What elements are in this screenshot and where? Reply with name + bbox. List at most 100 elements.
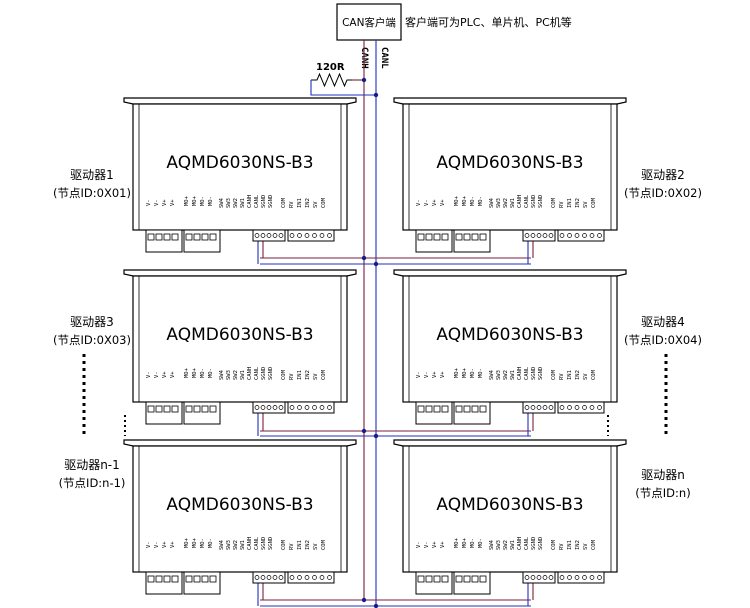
pin-label: SGND: [268, 367, 274, 380]
terminal-screw: [433, 405, 441, 413]
pin-label: SW3: [496, 370, 502, 380]
pin-label: IN2: [575, 540, 581, 550]
pin-label: IN2: [575, 198, 581, 208]
resistor-label: 120R: [316, 62, 345, 73]
pin-label: V-: [424, 371, 430, 378]
terminal-screw: [185, 233, 193, 241]
terminal-pin: [297, 405, 302, 410]
pin-label: SW2: [503, 540, 509, 550]
pin-label: SGND: [268, 195, 274, 208]
terminal-screw: [433, 575, 441, 583]
terminal-pin: [542, 575, 548, 580]
terminal-block: [453, 401, 491, 425]
terminal-block: [183, 401, 221, 425]
pin-label: SW1: [510, 198, 516, 208]
terminal-pin: [536, 233, 542, 238]
terminal-screw: [471, 405, 479, 413]
pin-label: MO-: [470, 538, 476, 548]
terminal-pin: [589, 575, 595, 580]
terminal-pin: [254, 233, 260, 238]
terminal-block: [287, 229, 335, 242]
terminal-pin: [548, 405, 554, 410]
driver-name: 驱动器1: [70, 168, 114, 182]
pin-label: COM: [281, 197, 287, 208]
pin-label: IN2: [575, 370, 581, 380]
driver-body: [132, 103, 348, 231]
driver-name: 驱动器2: [641, 168, 685, 182]
pin-label: V+: [432, 371, 438, 378]
pin-label: SW2: [503, 198, 509, 208]
driver-body: [132, 275, 348, 403]
pin-label: MO-: [200, 538, 206, 548]
terminal-screw: [455, 233, 463, 241]
terminal-pin: [530, 405, 536, 410]
terminal-pin: [574, 233, 580, 238]
canl-label: CANL: [379, 47, 389, 69]
pin-label: CANH: [517, 195, 523, 208]
terminal-screw: [479, 405, 487, 413]
terminal-pin: [582, 405, 587, 410]
pin-label: CANL: [524, 194, 530, 208]
driver-model: AQMD6030NS-B3: [436, 153, 583, 173]
pin-label: SW3: [496, 540, 502, 550]
pin-label: MO-: [200, 368, 206, 378]
pin-label: SGND: [261, 537, 267, 550]
driver-body: [132, 445, 348, 573]
pin-label: V-: [154, 371, 160, 378]
pin-label: RV: [559, 543, 565, 550]
pin-label: CANH: [247, 537, 253, 550]
pin-label: V+: [170, 371, 176, 378]
pin-label: SV: [583, 201, 589, 208]
bus-wire: [310, 80, 376, 96]
terminal-screw: [433, 233, 441, 241]
pin-label: MO+: [192, 195, 198, 206]
driver-flange: [393, 439, 627, 447]
driver-name: 驱动器4: [641, 315, 685, 329]
pin-label: RV: [559, 201, 565, 208]
bus-wires: [257, 40, 534, 608]
terminal-screw: [417, 575, 425, 583]
terminal-pin: [327, 575, 332, 580]
driver-model: AQMD6030NS-B3: [166, 495, 313, 515]
terminal-screw: [147, 405, 155, 413]
pin-label: V-: [154, 199, 160, 206]
terminal-block: [453, 229, 491, 253]
pin-label: COM: [321, 539, 327, 550]
terminal-block: [287, 401, 335, 414]
pin-label: V+: [162, 371, 168, 378]
terminal-pin: [266, 405, 272, 410]
pin-label: MO-: [470, 196, 476, 206]
terminal-pin: [304, 233, 310, 238]
pin-label: CANL: [254, 194, 260, 208]
terminal-pin: [319, 575, 325, 580]
terminal-pin: [312, 575, 317, 580]
pin-label: V-: [424, 199, 430, 206]
driver-flange: [123, 269, 357, 277]
pin-label: CANH: [247, 195, 253, 208]
terminal-pin: [597, 405, 602, 410]
pin-label: V+: [432, 199, 438, 206]
pin-label: COM: [591, 197, 597, 208]
pin-label: RV: [289, 373, 295, 380]
terminal-screw: [171, 575, 179, 583]
pin-label: V-: [416, 541, 422, 548]
terminal-pin: [536, 575, 542, 580]
terminal-screw: [185, 405, 193, 413]
terminal-pin: [536, 405, 542, 410]
pin-label: IN1: [567, 198, 573, 208]
terminal-pin: [312, 405, 317, 410]
junction-dot: [361, 597, 367, 603]
terminal-block: [415, 229, 453, 253]
terminal-pin: [524, 405, 530, 410]
pin-label: SW1: [240, 198, 246, 208]
pin-label: SW4: [489, 197, 495, 208]
terminal-screw: [201, 233, 209, 241]
pin-label: IN2: [305, 540, 311, 550]
terminal-pin: [304, 405, 310, 410]
pin-label: COM: [281, 539, 287, 550]
pin-label: V+: [162, 541, 168, 548]
pin-label: SGND: [268, 537, 274, 550]
